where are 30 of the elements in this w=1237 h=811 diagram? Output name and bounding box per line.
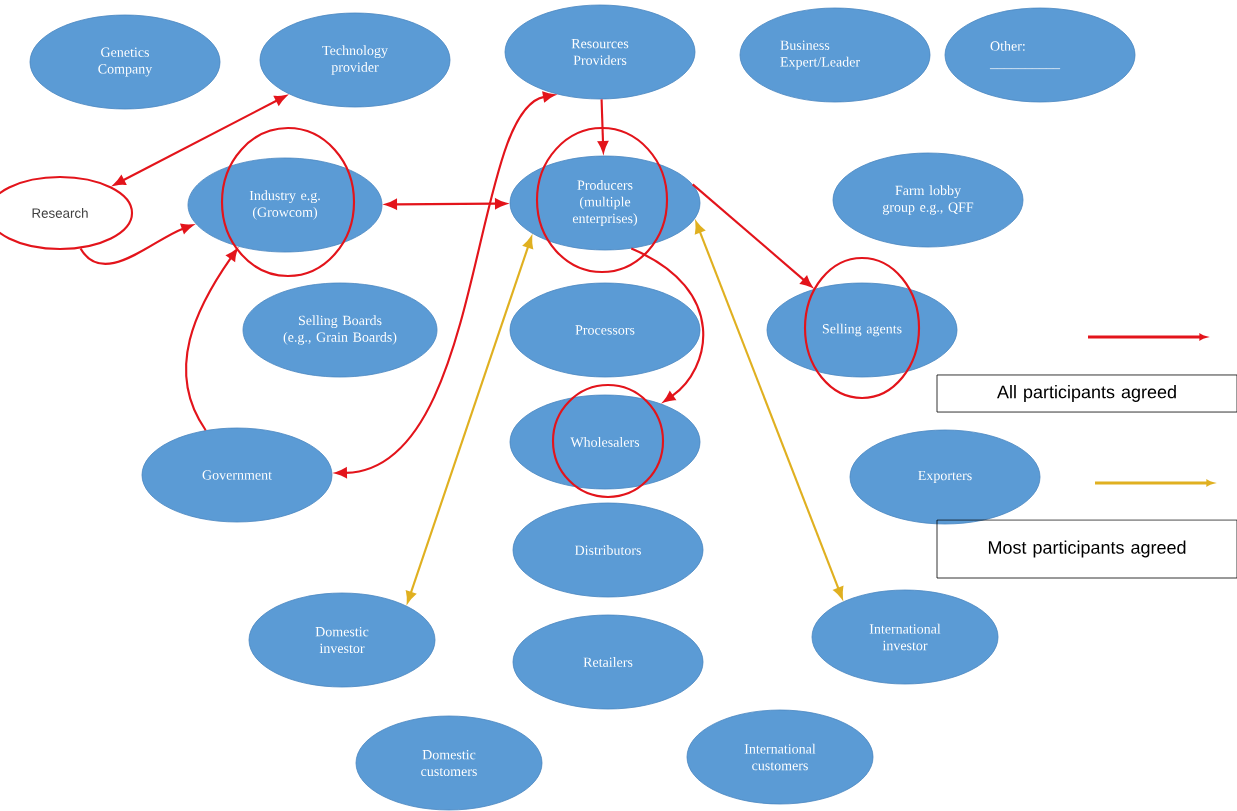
ellipse-node: Genetics Company [29,14,221,110]
ellipse-node: Domestic investor [248,592,436,688]
ellipse-node: Exporters [849,429,1041,525]
arrow [385,198,507,210]
arrow [185,248,238,431]
ellipse-node: Producers (multiple enterprises) [509,155,701,251]
arrow [79,223,193,265]
arrow [597,99,609,153]
ellipse-node: Distributors [512,502,704,598]
ellipse-node: Selling agents [766,282,958,378]
ellipse-node: Retailers [512,614,704,710]
ellipse-node: Government [141,427,333,523]
ellipse-node: Resources Providers [504,4,696,100]
ellipse-node: Farm lobby group e.g., QFF [832,152,1024,248]
ellipse-node: Wholesalers [509,394,701,490]
ellipse-node: Processors [509,282,701,378]
ellipse-node: Domestic customers [355,715,543,811]
arrow [113,95,287,186]
ellipse-node: Selling Boards (e.g., Grain Boards) [242,282,438,378]
ellipse-node: Industry e.g. (Growcom) [187,157,383,253]
ellipse-node: International investor [811,589,999,685]
arrow [692,183,813,288]
ellipse-node: Business Expert/Leader [739,7,931,103]
legend-box: All participants agreed [936,374,1237,413]
arrow [695,221,844,599]
ellipse-node: Technology provider [259,12,451,108]
ellipse-node: Other: __________ [944,7,1136,103]
arrow [630,247,704,403]
ellipse-node: International customers [686,709,874,805]
legend-box: Most participants agreed [936,519,1237,579]
